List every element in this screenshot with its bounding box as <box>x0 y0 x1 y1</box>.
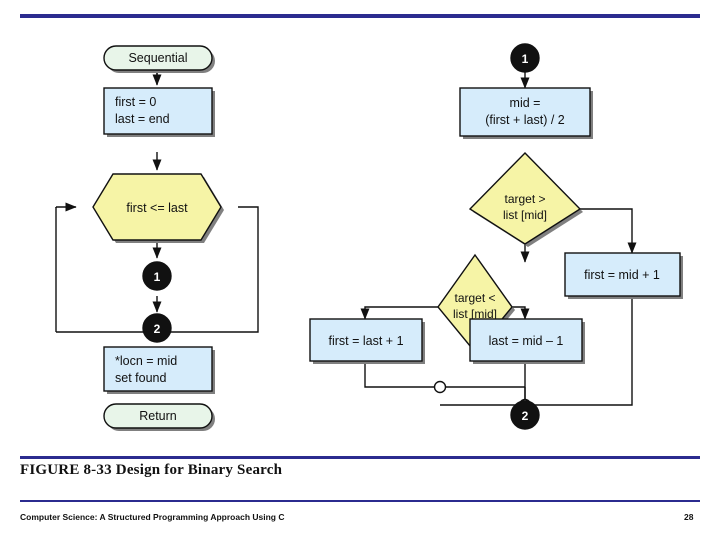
node-return: Return <box>103 403 215 431</box>
top-divider <box>20 14 700 18</box>
node-last-mid: last = mid – 1 <box>469 318 585 364</box>
node-mid-line2: (first + last) / 2 <box>485 113 565 127</box>
node-last-mid-label: last = mid – 1 <box>489 334 564 348</box>
footer-divider <box>20 500 700 502</box>
node-test-less-line1: target < <box>454 291 495 305</box>
node-first-mid-label: first = mid + 1 <box>584 268 660 282</box>
node-init: first = 0 last = end <box>103 87 215 137</box>
connector-in-1: 1 <box>142 261 172 291</box>
connector-out-2-label: 2 <box>154 322 161 336</box>
connector-right-2-label: 2 <box>522 409 529 423</box>
node-first-last-label: first = last + 1 <box>328 334 403 348</box>
node-first-mid: first = mid + 1 <box>564 252 683 299</box>
node-return-label: Return <box>139 409 177 423</box>
node-mid-line1: mid = <box>510 96 541 110</box>
node-init-line1: first = 0 <box>115 95 156 109</box>
node-first-last: first = last + 1 <box>309 318 425 364</box>
node-mid: mid = (first + last) / 2 <box>459 87 593 139</box>
footer-page-number: 28 <box>684 512 694 522</box>
flowchart-diagram: Sequential first = 0 last = end first <=… <box>20 22 700 452</box>
junction-dot-1 <box>433 380 447 394</box>
connector-right-1-label: 1 <box>522 52 529 66</box>
node-init-line2: last = end <box>115 112 170 126</box>
footer-book-title: Computer Science: A Structured Programmi… <box>20 512 285 522</box>
connector-in-1-label: 1 <box>154 270 161 284</box>
connector-right-1: 1 <box>510 43 540 73</box>
node-assign-locn: *locn = mid set found <box>103 346 215 394</box>
node-test-greater-line2: list [mid] <box>503 208 547 222</box>
node-test-less-line2: list [mid] <box>453 307 497 321</box>
figure-title: Design for Binary Search <box>115 462 283 478</box>
connector-out-2: 2 <box>142 313 172 343</box>
node-sequential: Sequential <box>103 45 215 73</box>
figure-label: FIGURE 8-33 <box>20 462 112 478</box>
caption-divider <box>20 456 700 459</box>
node-sequential-label: Sequential <box>128 51 187 65</box>
node-test-greater-line1: target > <box>504 192 545 206</box>
connector-right-2: 2 <box>510 400 540 430</box>
node-test-greater: target > list [mid] <box>468 152 583 247</box>
node-assign-locn-line2: set found <box>115 371 166 385</box>
node-loop-test: first <= last <box>92 173 224 243</box>
node-loop-test-label: first <= last <box>126 201 188 215</box>
node-assign-locn-line1: *locn = mid <box>115 354 177 368</box>
